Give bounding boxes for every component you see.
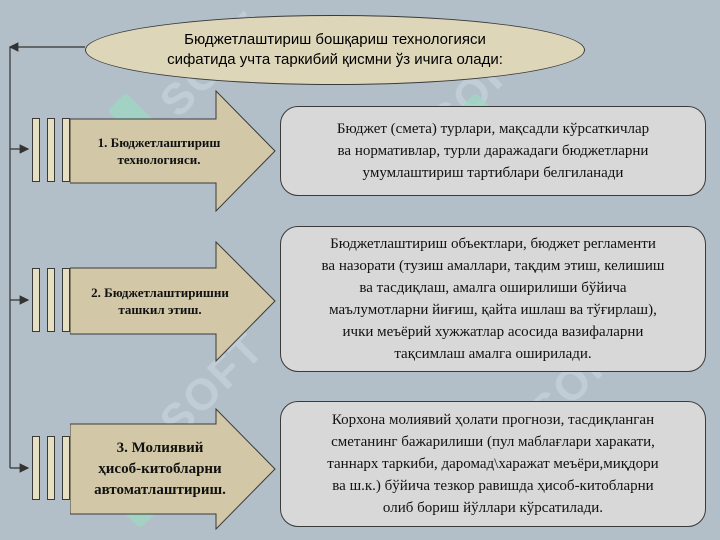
- step-2-description-line: тақсимлаш амалга оширилади.: [394, 346, 592, 362]
- step-3-description-line: таннарх таркиби, даромад\харажат меъёри,…: [327, 456, 659, 472]
- step-1-description: Бюджет (смета) турлари, мақсадли кўрсатк…: [280, 106, 706, 196]
- step-3-description-line: ва ш.к.) бўйича тезкор равишда ҳисоб-кит…: [332, 478, 654, 494]
- step-2-description-line: маълумотларни йиғиш, қайта ишлаш ва тўғи…: [329, 302, 657, 318]
- step-2-description-line: ички меъёрий хужжатлар асосида вазифалар…: [342, 324, 644, 340]
- step-2-description-line: ва назорати (тузиш амаллари, тақдим этиш…: [321, 258, 665, 274]
- step-2-bar: [62, 268, 70, 332]
- step-3-description-line: олиб бориш йўллари кўрсатилади.: [382, 500, 604, 516]
- title-line: сифатида учта таркибий қисмни ўз ичига о…: [167, 51, 503, 68]
- step-3-description-line: Корхона молиявий ҳолати прогнози, тасдиқ…: [331, 412, 655, 428]
- step-2-description-line: Бюджетлаштириш объектлари, бюджет реглам…: [330, 236, 656, 252]
- title-line: Бюджетлаштириш бошқариш технологияси: [184, 31, 486, 48]
- step-1-label-line: 1. Бюджетлаштириш: [97, 135, 221, 150]
- step-3-label-line: ҳисоб-китобларни: [98, 460, 222, 477]
- step-2-label-line: ташкил этиш.: [118, 302, 202, 317]
- step-3-bar: [62, 436, 70, 500]
- step-1-bar: [62, 118, 70, 182]
- step-3-bar: [32, 436, 40, 500]
- step-2-description: Бюджетлаштириш объектлари, бюджет реглам…: [280, 226, 706, 372]
- step-3-label-line: автоматлаштириш.: [94, 481, 226, 498]
- step-1-bar: [32, 118, 40, 182]
- step-3-arrow: 3. Молиявий ҳисоб-китобларни автоматлашт…: [70, 408, 276, 530]
- step-1-label-line: технологияси.: [117, 152, 201, 167]
- step-1-arrow: 1. Бюджетлаштириш технологияси.: [70, 90, 276, 212]
- step-2-label-line: 2. Бюджетлаштиришни: [91, 285, 229, 300]
- step-2-bar: [47, 268, 55, 332]
- step-2-description-line: ва тасдиқлаш, амалга оширилиши бўйича: [359, 280, 627, 296]
- diagram-title: Бюджетлаштириш бошқариш технологияси сиф…: [85, 15, 585, 85]
- step-2-label: 2. Бюджетлаштиришни ташкил этиш.: [70, 268, 250, 334]
- step-1-description-line: умумлаштириш тартиблари белгиланади: [362, 165, 624, 181]
- step-3-description: Корхона молиявий ҳолати прогнози, тасдиқ…: [280, 401, 706, 527]
- step-2-arrow: 2. Бюджетлаштиришни ташкил этиш.: [70, 241, 276, 363]
- step-3-label: 3. Молиявий ҳисоб-китобларни автоматлашт…: [70, 424, 250, 514]
- step-1-description-line: ва нормативлар, турли даражадаги бюджетл…: [337, 143, 649, 159]
- step-3-description-line: сметанинг бажарилиши (пул маблағлари хар…: [331, 434, 655, 450]
- step-3-label-line: 3. Молиявий: [116, 439, 204, 456]
- step-1-bar: [47, 118, 55, 182]
- step-1-label: 1. Бюджетлаштириш технологияси.: [70, 119, 248, 183]
- step-1-description-line: Бюджет (смета) турлари, мақсадли кўрсатк…: [336, 121, 650, 137]
- step-2-bar: [32, 268, 40, 332]
- step-3-bar: [47, 436, 55, 500]
